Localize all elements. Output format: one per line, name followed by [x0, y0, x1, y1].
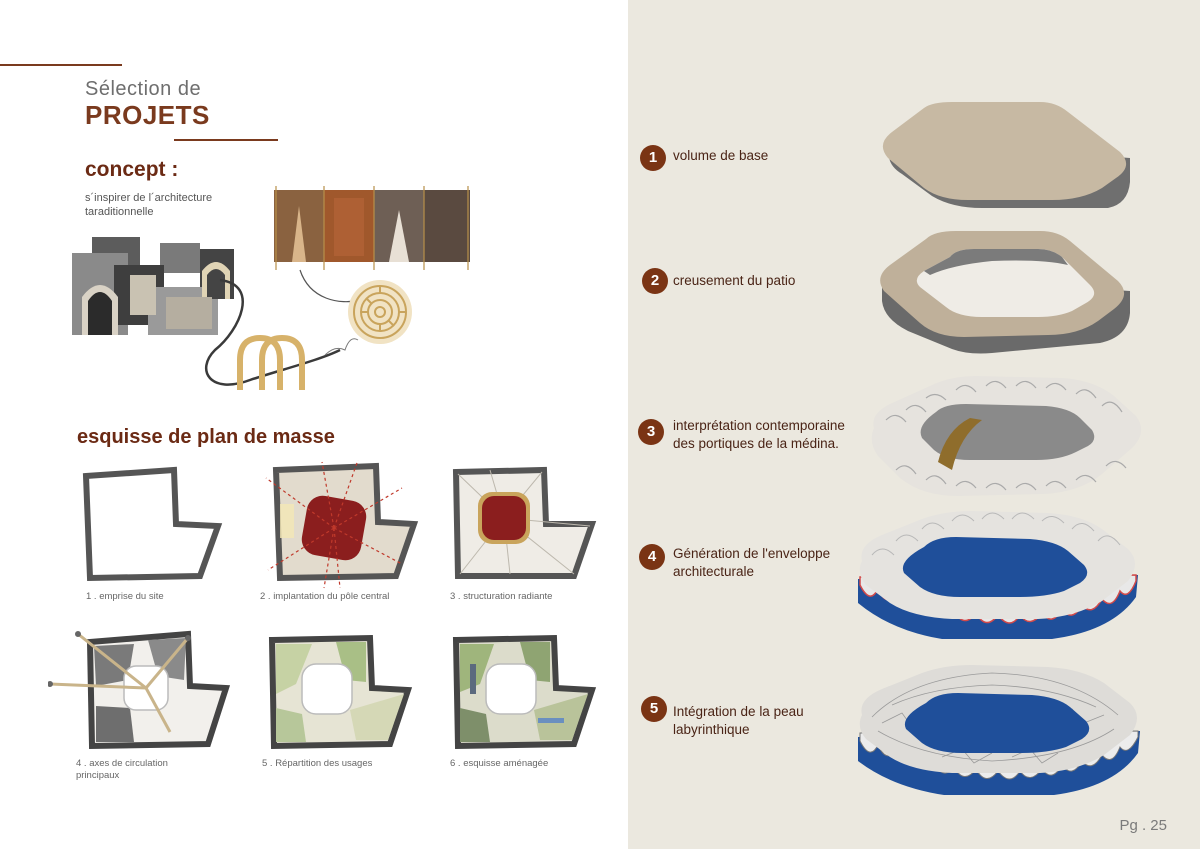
step-badge-2: 2: [642, 268, 668, 294]
volume-base-slab: [882, 102, 1130, 208]
plan-esquisse-amenagee: [452, 634, 597, 750]
concept-text: s´inspirer de l´architecture taraditionn…: [85, 192, 213, 218]
plan-caption-3: 3 . structuration radiante: [450, 591, 553, 602]
step-label-5: Intégration de la peau labyrinthique: [673, 704, 804, 737]
volume-patio-ring: [880, 231, 1130, 354]
step-label-3: interprétation contemporaine des portiqu…: [673, 418, 845, 451]
step-badge-4: 4: [639, 544, 665, 570]
step-badge-3: 3: [638, 419, 664, 445]
header-rule: [0, 64, 122, 66]
volume-portiques: [871, 376, 1142, 496]
title-rule: [174, 139, 278, 141]
concept-diagram: [204, 269, 412, 390]
plan-caption-5: 5 . Répartition des usages: [262, 758, 373, 769]
plan-implantation-pole: [265, 460, 419, 589]
plan-caption-2: 2 . implantation du pôle central: [260, 591, 390, 602]
medina-photo-collage: [72, 237, 234, 335]
plan-caption-6: 6 . esquisse aménagée: [450, 758, 549, 769]
projets-title: PROJETS: [85, 100, 210, 130]
volume-peau-labyrinthique: [858, 665, 1140, 795]
step-label-4: Génération de l'enveloppe architecturale: [673, 546, 831, 579]
volume-enveloppe: [858, 511, 1138, 639]
plan-caption-1: 1 . emprise du site: [86, 591, 164, 602]
plan-axes-circulation: [48, 630, 231, 750]
plan-structuration-radiante: [452, 466, 597, 579]
step-label-1: volume de base: [673, 148, 769, 163]
selection-label: Sélection de: [85, 78, 202, 100]
step-badge-1: 1: [640, 145, 666, 171]
street-photo-strip: [274, 186, 470, 270]
plan-caption-4: 4 . axes de circulation principaux: [76, 758, 168, 781]
concept-title: concept :: [85, 158, 179, 181]
step-badge-5: 5: [641, 696, 667, 722]
step-label-2: creusement du patio: [673, 273, 796, 288]
plan-repartition-usages: [268, 634, 413, 750]
plan-emprise-du-site: [82, 466, 223, 582]
page-number: Pg . 25: [1119, 817, 1167, 834]
esquisse-title: esquisse de plan de masse: [77, 426, 335, 448]
